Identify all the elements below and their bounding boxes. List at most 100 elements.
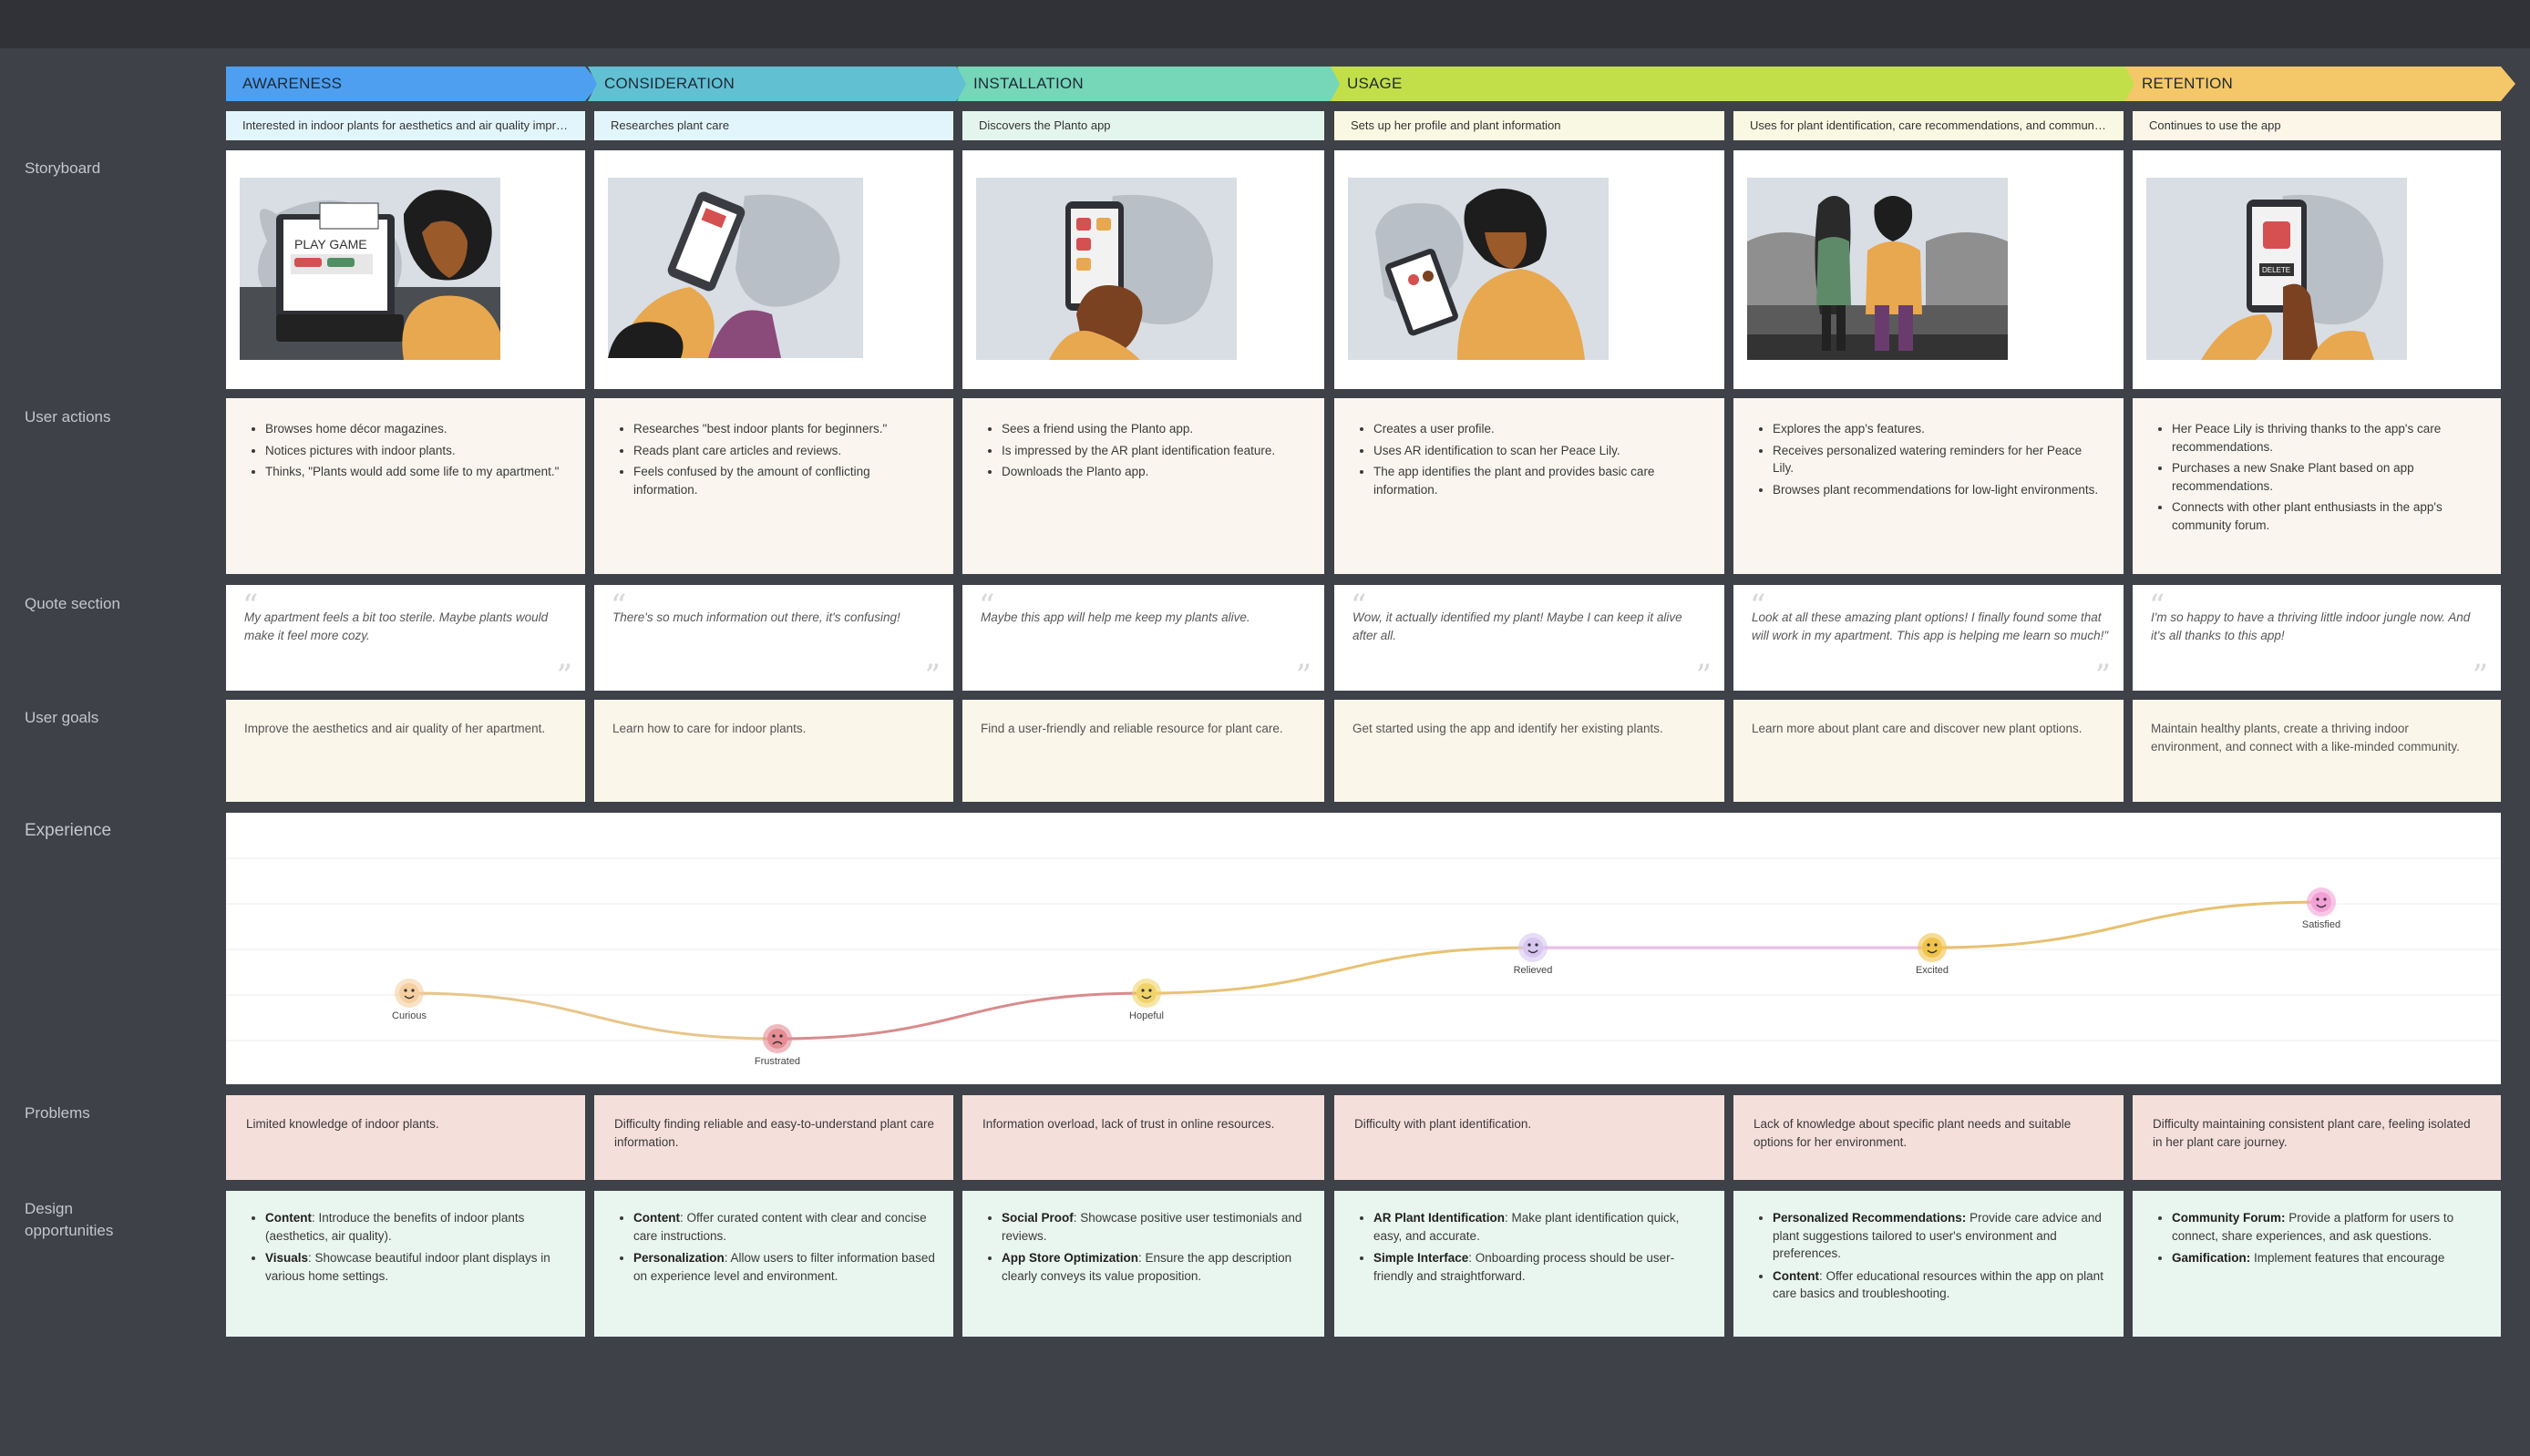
user-goal-card: Maintain healthy plants, create a thrivi… [2133,700,2501,802]
close-quote-icon: ” [1296,667,1311,685]
quote-card: “ Look at all these amazing plant option… [1733,585,2124,691]
emotion-label: Hopeful [1129,1010,1164,1021]
phone-delete-illustration: DELETE [2146,178,2407,360]
opportunity-title: App Store Optimization [1002,1251,1138,1265]
top-bar [0,0,2530,48]
emotion-face-icon [2311,892,2331,912]
opportunity-item: Gamification: Implement features that en… [2172,1249,2483,1267]
user-action-item: Downloads the Planto app. [1002,463,1306,481]
row-label-problems: Problems [25,1102,90,1124]
stage-title: Discovers the Planto app [962,111,1324,140]
emotion-face-icon [399,983,419,1003]
user-action-item: Receives personalized watering reminders… [1773,442,2105,477]
user-goal-card: Learn more about plant care and discover… [1733,700,2124,802]
opportunity-item: Community Forum: Provide a platform for … [2172,1209,2483,1245]
user-action-item: Browses plant recommendations for low-li… [1773,481,2105,499]
face-eye [1148,989,1151,991]
emotion-point: Relieved [1514,933,1553,976]
quote-text: My apartment feels a bit too sterile. Ma… [244,609,571,644]
design-opportunity-card: Personalized Recommendations: Provide ca… [1733,1191,2124,1337]
face-eye [1141,989,1144,991]
phase-retention: RETENTION [2125,67,2515,101]
opportunity-item: Visuals: Showcase beautiful indoor plant… [265,1249,567,1285]
problem-card: Limited knowledge of indoor plants. [226,1095,585,1180]
opportunity-title: AR Plant Identification [1373,1211,1505,1225]
stage-title-text: Uses for plant identification, care reco… [1750,118,2124,132]
close-quote-icon: ” [557,667,572,685]
user-action-item: Uses AR identification to scan her Peace… [1373,442,1706,460]
stage-title: Sets up her profile and plant informatio… [1334,111,1724,140]
emotion-face-icon [1922,938,1942,958]
user-goal-card: Get started using the app and identify h… [1334,700,1724,802]
opportunity-title: Content [265,1211,312,1225]
emotion-label: Excited [1916,965,1949,976]
opportunity-item: Social Proof: Showcase positive user tes… [1002,1209,1306,1245]
emotion-label: Satisfied [2302,919,2340,930]
scanning-plant-illustration [1348,178,1609,360]
emotion-face-icon [1523,938,1543,958]
quote-card: “ There's so much information out there,… [594,585,953,691]
phase-installation: INSTALLATION [957,67,1345,101]
face-eye [772,1034,775,1037]
user-action-item: Connects with other plant enthusiasts in… [2172,498,2483,534]
friends-bench-illustration [1747,178,2008,360]
emotion-point: Excited [1916,933,1949,976]
face-eye [1535,943,1538,946]
user-actions-card: Her Peace Lily is thriving thanks to the… [2133,398,2501,574]
user-action-item: Reads plant care articles and reviews. [633,442,935,460]
opportunity-title: Gamification: [2172,1251,2250,1265]
stage-title: Continues to use the app [2133,111,2501,140]
emotion-face-icon [1136,983,1157,1003]
opportunity-item: Personalized Recommendations: Provide ca… [1773,1209,2105,1263]
emotion-label: Frustrated [755,1056,800,1067]
storyboard-card [962,150,1324,389]
user-action-item: Thinks, "Plants would add some life to m… [265,463,567,481]
face-eye [1934,943,1937,946]
user-action-item: Explores the app's features. [1773,420,2105,438]
open-quote-icon: “ [1351,590,1366,621]
user-action-item: Is impressed by the AR plant identificat… [1002,442,1306,460]
opportunity-item: AR Plant Identification: Make plant iden… [1373,1209,1706,1245]
svg-text:DELETE: DELETE [2262,266,2290,274]
stage-title: Uses for plant identification, care reco… [1733,111,2124,140]
phase-label: CONSIDERATION [604,75,735,92]
opportunity-title: Social Proof [1002,1211,1074,1225]
stage-title-text: Researches plant care [611,118,729,132]
user-action-item: Her Peace Lily is thriving thanks to the… [2172,420,2483,456]
stage-title: Interested in indoor plants for aestheti… [226,111,585,140]
face-eye [1527,943,1530,946]
close-quote-icon: ” [1696,667,1712,685]
user-actions-card: Creates a user profile. Uses AR identifi… [1334,398,1724,574]
problem-card: Difficulty with plant identification. [1334,1095,1724,1180]
woman-laptop-illustration: PLAY GAME [240,178,500,360]
opportunity-title: Visuals [265,1251,308,1265]
phase-label: AWARENESS [242,75,342,92]
problem-card: Difficulty finding reliable and easy-to-… [594,1095,953,1180]
quote-card: “ I'm so happy to have a thriving little… [2133,585,2501,691]
quote-text: Wow, it actually identified my plant! Ma… [1352,609,1710,644]
user-action-item: Notices pictures with indoor plants. [265,442,567,460]
quote-card: “ My apartment feels a bit too sterile. … [226,585,585,691]
emotion-label: Curious [392,1010,427,1021]
close-quote-icon: ” [925,667,941,685]
storyboard-card [1334,150,1724,389]
emotion-point: Hopeful [1129,979,1164,1021]
opportunity-item: Simple Interface: Onboarding process sho… [1373,1249,1706,1285]
open-quote-icon: “ [242,590,258,621]
emotion-point: Satisfied [2302,887,2340,930]
opportunity-item: App Store Optimization: Ensure the app d… [1002,1249,1306,1285]
design-opportunity-card: Content: Offer curated content with clea… [594,1191,953,1337]
problem-card: Lack of knowledge about specific plant n… [1733,1095,2124,1180]
experience-line-segment [1932,902,2321,948]
user-action-item: Creates a user profile. [1373,420,1706,438]
open-quote-icon: “ [979,590,994,621]
face-eye [1927,943,1929,946]
row-label-user-actions: User actions [25,406,110,428]
open-quote-icon: “ [611,590,626,621]
opportunity-item: Content: Offer curated content with clea… [633,1209,935,1245]
row-label-experience: Experience [25,820,111,842]
opportunity-text: : Offer educational resources within the… [1773,1269,2103,1301]
problem-card: Information overload, lack of trust in o… [962,1095,1324,1180]
user-action-item: Purchases a new Snake Plant based on app… [2172,459,2483,495]
user-actions-card: Explores the app's features. Receives pe… [1733,398,2124,574]
